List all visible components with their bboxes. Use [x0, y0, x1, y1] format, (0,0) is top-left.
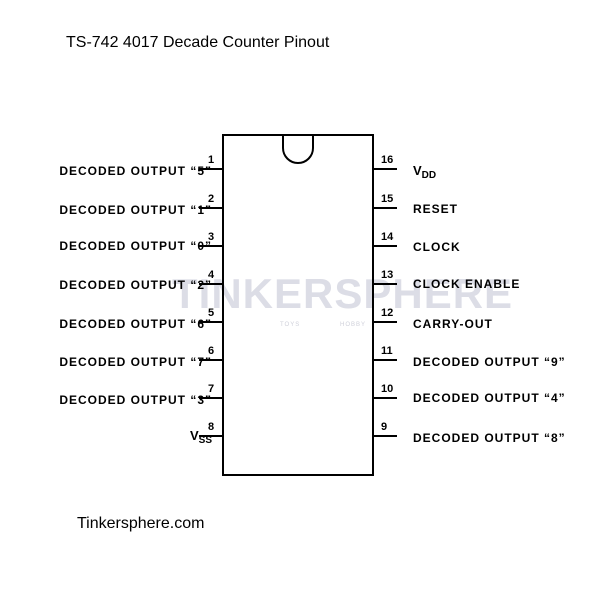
- pin-5-lead: [199, 321, 222, 323]
- pin-12-number: 12: [381, 307, 394, 319]
- pin-6-label: DECODED OUTPUT “7”: [59, 355, 212, 369]
- pin-3-label: DECODED OUTPUT “0”: [59, 239, 212, 253]
- pin-11-lead: [374, 359, 397, 361]
- pin-8-label: VSS: [190, 428, 212, 446]
- diagram-title: TS-742 4017 Decade Counter Pinout: [66, 34, 330, 51]
- pin-15-number: 15: [381, 193, 394, 205]
- footer-website: Tinkersphere.com: [77, 515, 205, 532]
- watermark-logo: TINKERSPHERE: [172, 270, 514, 317]
- pin-8-label-main: V: [189, 428, 199, 443]
- pin-13-number: 13: [381, 269, 394, 281]
- pin-1-lead: [199, 168, 222, 170]
- pin-16-number: 16: [381, 154, 394, 166]
- watermark-tagline-toys: TOYS: [280, 322, 301, 328]
- pin-10-lead: [374, 397, 397, 399]
- pin-9-label: DECODED OUTPUT “8”: [413, 431, 566, 445]
- pin-9-number: 9: [381, 421, 388, 433]
- pin-14-lead: [374, 245, 397, 247]
- pin-16-label: VDD: [413, 163, 436, 181]
- pin-4-lead: [199, 283, 222, 285]
- pin-8-label-sub: SS: [198, 435, 212, 446]
- pin-13-label: CLOCK ENABLE: [413, 277, 521, 291]
- pin-8-lead: [199, 435, 222, 437]
- ic-package-body: [222, 134, 374, 476]
- pin-9-lead: [374, 435, 397, 437]
- pin-2-label: DECODED OUTPUT “1”: [59, 203, 212, 217]
- pin-1-number: 1: [208, 154, 215, 166]
- pin-14-label: CLOCK: [413, 240, 461, 254]
- pin-12-label: CARRY-OUT: [413, 317, 493, 331]
- pin-15-label: RESET: [413, 202, 459, 216]
- pin-3-number: 3: [208, 231, 215, 243]
- pin-4-number: 4: [208, 269, 215, 281]
- pin-2-number: 2: [208, 193, 215, 205]
- pin-3-lead: [199, 245, 222, 247]
- pin-6-number: 6: [208, 345, 215, 357]
- pin-6-lead: [199, 359, 222, 361]
- pin-10-number: 10: [381, 383, 394, 395]
- pin-7-label: DECODED OUTPUT “3”: [59, 393, 212, 407]
- pin-8-number: 8: [208, 421, 215, 433]
- pin-7-number: 7: [208, 383, 215, 395]
- pin-11-number: 11: [381, 345, 393, 357]
- pin-15-lead: [374, 207, 397, 209]
- watermark-tagline-hobby: HOBBY: [340, 322, 367, 328]
- pin-16-label-main: V: [413, 163, 422, 178]
- pin-16-lead: [374, 168, 397, 170]
- pin1-notch: [282, 134, 314, 164]
- pin-11-label: DECODED OUTPUT “9”: [413, 355, 566, 369]
- pin-4-label: DECODED OUTPUT “2”: [59, 278, 212, 292]
- pin-1-label: DECODED OUTPUT “5”: [59, 164, 212, 178]
- pin-5-label: DECODED OUTPUT “6”: [59, 317, 212, 331]
- pin-16-label-sub: DD: [421, 170, 437, 181]
- pin-7-lead: [199, 397, 222, 399]
- pin-10-label: DECODED OUTPUT “4”: [413, 391, 566, 405]
- pin-5-number: 5: [208, 307, 215, 319]
- pin-13-lead: [374, 283, 397, 285]
- pin-12-lead: [374, 321, 397, 323]
- pin-2-lead: [199, 207, 222, 209]
- pin-14-number: 14: [381, 231, 394, 243]
